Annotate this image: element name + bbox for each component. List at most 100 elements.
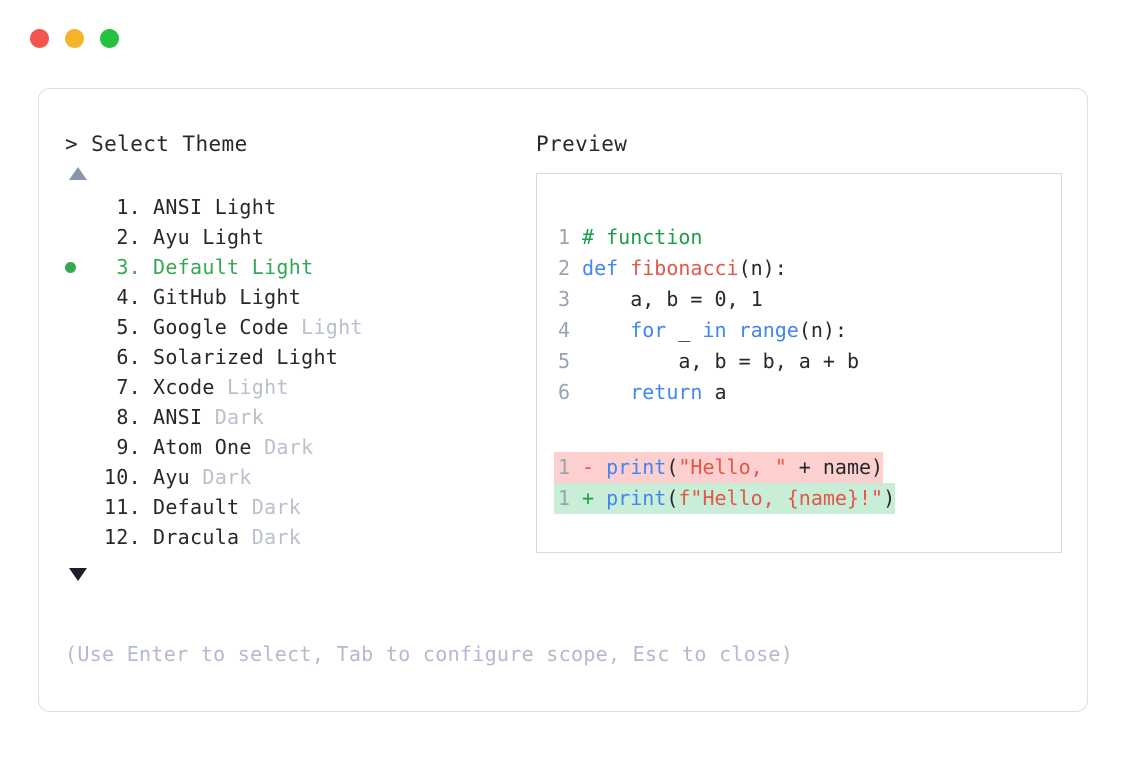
code-token-plain	[727, 318, 739, 342]
theme-item-variant: Light	[239, 255, 314, 279]
theme-item-variant: Dark	[202, 405, 265, 429]
diff-marker: +	[570, 486, 607, 510]
theme-list-item[interactable]: 7.Xcode Light	[65, 372, 535, 402]
diff-token-plain: + name)	[786, 455, 884, 479]
line-number: 1	[557, 225, 570, 249]
theme-list-item[interactable]: 4. GitHub Light	[65, 282, 535, 312]
diff-row: 1 - print("Hello, " + name)	[554, 452, 895, 483]
code-line: 5 a, b = b, a + b	[554, 346, 859, 377]
theme-item-variant: Light	[288, 315, 363, 339]
theme-item-number: 6.	[116, 345, 141, 369]
diff-token-kw: print	[606, 455, 667, 479]
theme-item-variant: Light	[227, 285, 302, 309]
diff-line-added: 1 + print(f"Hello, {name}!")	[554, 483, 896, 514]
prompt-header: > Select Theme	[65, 129, 535, 159]
theme-item-number: 10.	[103, 465, 141, 489]
code-token-plain: (n):	[798, 318, 847, 342]
theme-item-number: 8.	[116, 405, 141, 429]
line-number: 2	[557, 256, 570, 280]
theme-item-name: Ayu	[153, 465, 191, 489]
theme-item-name: ANSI	[153, 195, 203, 219]
theme-list-item[interactable]: 3. Default Light	[65, 252, 535, 282]
code-line: 4 for _ in range(n):	[554, 315, 859, 346]
close-button[interactable]	[30, 29, 49, 48]
theme-item-number: 2.	[116, 225, 141, 249]
theme-item-name: Default	[153, 255, 240, 279]
code-text	[570, 256, 582, 280]
diff-sample: 1 - print("Hello, " + name)1 + print(f"H…	[554, 452, 896, 514]
theme-list-item[interactable]: 5. Google Code Light	[65, 312, 535, 342]
theme-item-number: 3.	[116, 255, 141, 279]
diff-token-plain: (	[666, 486, 679, 510]
window-titlebar	[30, 29, 119, 48]
code-line: 3 a, b = 0, 1	[554, 284, 859, 315]
code-line: 2 def fibonacci(n):	[554, 253, 859, 284]
code-text	[570, 380, 582, 404]
theme-item-name: Dracula	[153, 525, 240, 549]
theme-item-name: ANSI	[153, 405, 203, 429]
diff-token-str: "Hello, "	[678, 455, 787, 479]
diff-line-number: 1	[557, 455, 570, 479]
code-text	[570, 287, 582, 311]
selected-dot-icon	[65, 261, 76, 273]
theme-item-number: 11.	[103, 495, 141, 519]
theme-item-name: GitHub	[153, 285, 228, 309]
code-text	[570, 225, 582, 249]
scroll-up-icon[interactable]	[69, 167, 87, 180]
theme-list-item[interactable]: 2.Ayu Light	[65, 222, 535, 252]
theme-list-item[interactable]: 1.ANSI Light	[65, 192, 535, 222]
code-token-comment: # function	[582, 225, 703, 249]
code-token-kw: return	[630, 380, 703, 404]
diff-token-plain: )	[883, 486, 896, 510]
theme-item-variant: Light	[264, 345, 339, 369]
theme-item-name: Solarized	[153, 345, 265, 369]
keyboard-hint: (Use Enter to select, Tab to configure s…	[65, 642, 794, 666]
code-token-plain: a, b = b, a + b	[582, 349, 859, 373]
maximize-button[interactable]	[100, 29, 119, 48]
theme-list-item[interactable]: 8. ANSI Dark	[65, 402, 535, 432]
theme-list-item[interactable]: 10. Ayu Dark	[65, 462, 535, 492]
code-token-plain: a, b = 0, 1	[582, 287, 763, 311]
minimize-button[interactable]	[65, 29, 84, 48]
theme-item-number: 5.	[116, 315, 141, 339]
code-token-plain: a	[702, 380, 727, 404]
theme-item-number: 7.	[116, 375, 141, 399]
prompt-marker: >	[65, 132, 79, 156]
code-line: 6 return a	[554, 377, 859, 408]
line-number: 4	[557, 318, 570, 342]
diff-token-str: f"Hello, {name}!"	[678, 486, 884, 510]
code-token-kw: for	[630, 318, 667, 342]
theme-list-item[interactable]: 12. Dracula Dark	[65, 522, 535, 552]
diff-row: 1 + print(f"Hello, {name}!")	[554, 483, 896, 514]
theme-item-name: Google Code	[153, 315, 289, 339]
theme-list-item[interactable]: 11. Default Dark	[65, 492, 535, 522]
theme-item-number: 12.	[103, 525, 141, 549]
code-token-plain: (n):	[738, 256, 787, 280]
code-text	[570, 349, 582, 373]
code-token-kw: range	[738, 318, 799, 342]
theme-item-variant: Dark	[190, 465, 252, 489]
line-number: 6	[557, 380, 570, 404]
code-token-fn: fibonacci	[630, 256, 739, 280]
code-line: 1 # function	[554, 222, 859, 253]
preview-title: Preview	[536, 132, 628, 156]
scroll-down-icon[interactable]	[69, 568, 87, 581]
theme-item-variant: Dark	[239, 525, 302, 549]
theme-item-variant: Light	[214, 375, 289, 399]
diff-line-removed: 1 - print("Hello, " + name)	[554, 452, 884, 483]
theme-list-item[interactable]: 6. Solarized Light	[65, 342, 535, 372]
theme-item-name: Atom One	[153, 435, 252, 459]
theme-list-item[interactable]: 9.Atom One Dark	[65, 432, 535, 462]
diff-marker: -	[570, 455, 607, 479]
code-token-plain: _	[666, 318, 703, 342]
theme-item-number: 4.	[116, 285, 141, 309]
diff-token-kw: print	[606, 486, 667, 510]
theme-item-name: Default	[153, 495, 240, 519]
theme-item-number: 9.	[116, 435, 141, 459]
selection-bullet-cell	[65, 261, 95, 273]
theme-item-variant: Dark	[239, 495, 302, 519]
theme-item-number: 1.	[116, 195, 141, 219]
code-token-kw: def	[582, 256, 631, 280]
